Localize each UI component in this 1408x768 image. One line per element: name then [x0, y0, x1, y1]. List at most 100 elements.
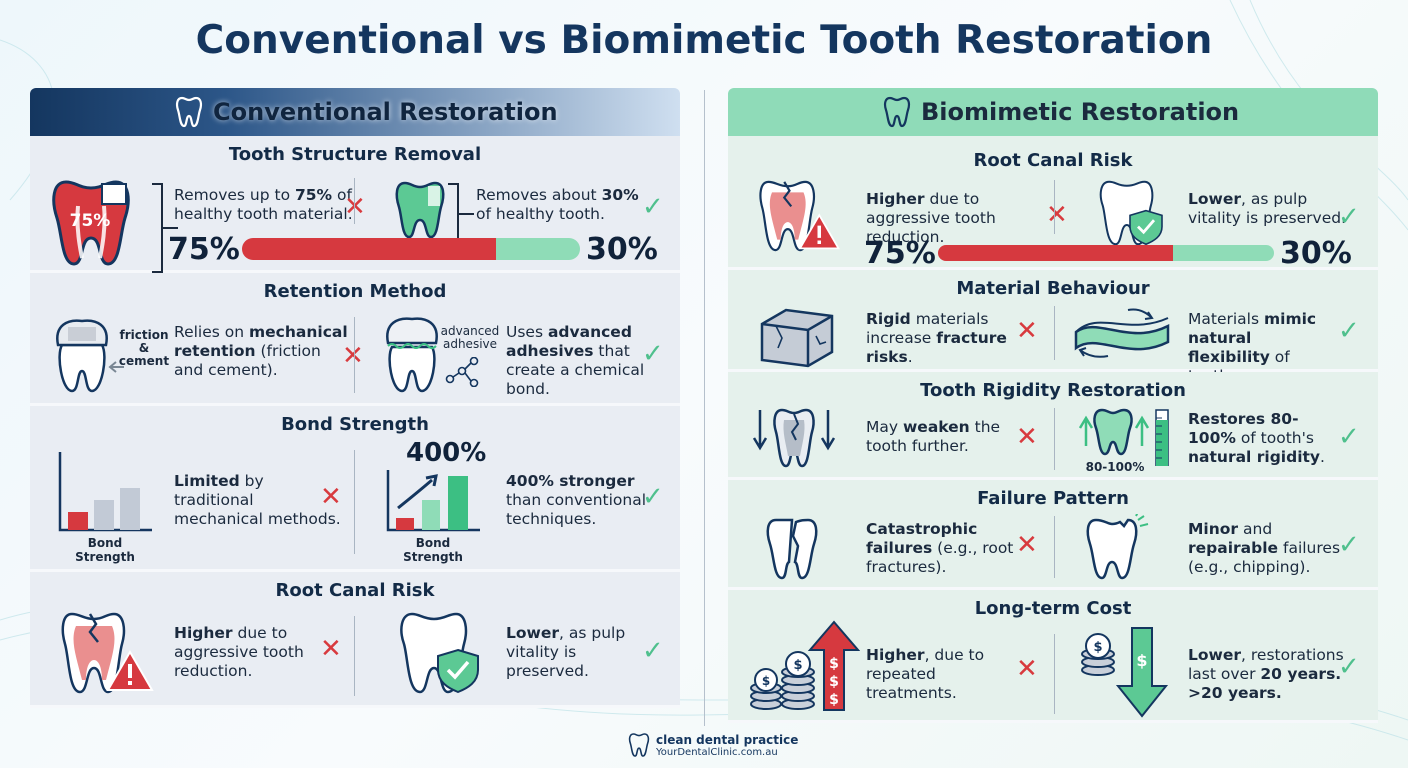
bracket-icon — [152, 183, 178, 273]
section-root-canal-risk-right: Root Canal Risk Higher due to aggressive… — [728, 136, 1378, 271]
section-divider — [1054, 516, 1055, 578]
cross-icon: ✕ — [320, 482, 342, 512]
retention-good-text: Uses advanced adhesives that create a ch… — [506, 323, 645, 398]
rootcanal-bad-text: Higher due to aggressive tooth reduction… — [174, 624, 304, 680]
arrow-left-icon — [108, 361, 124, 373]
shield-tooth-icon — [400, 612, 479, 694]
bond-chart-label: Bond Strength — [403, 536, 463, 564]
conventional-column: Conventional Restoration Tooth Structure… — [30, 88, 680, 726]
check-icon: ✓ — [1338, 652, 1360, 682]
cross-icon: ✕ — [1016, 654, 1038, 684]
bar-red-segment — [242, 238, 496, 260]
section-divider — [354, 317, 355, 393]
brand-name: clean dental practice — [656, 732, 799, 747]
section-divider — [1054, 306, 1055, 360]
check-icon: ✓ — [1338, 422, 1360, 452]
rootcanal-bad-text: Higher due to aggressive tooth reduction… — [866, 190, 996, 246]
section-title: Root Canal Risk — [973, 150, 1133, 171]
svg-text:$: $ — [793, 658, 802, 673]
failure-bad-text: Catastrophic failures (e.g., root fractu… — [866, 520, 1014, 576]
rigidity-bad-text: May weaken the tooth further. — [866, 418, 1001, 455]
falling-cost-icon: $ $ — [1081, 627, 1169, 718]
cost-good-text: Lower, restorations last over 20 years.>… — [1188, 646, 1344, 702]
bar-green-segment — [1173, 245, 1274, 261]
svg-text:$: $ — [829, 674, 839, 690]
conventional-header-title: Conventional Restoration — [213, 98, 558, 126]
biomimetic-header-title: Biomimetic Restoration — [921, 98, 1240, 126]
section-title: Bond Strength — [281, 414, 429, 435]
section-divider — [354, 616, 355, 696]
rising-cost-icon: $ $ $ $ $ — [750, 620, 860, 711]
tooth-outline-icon — [175, 96, 203, 128]
check-icon: ✓ — [642, 482, 664, 512]
check-icon: ✓ — [642, 636, 664, 666]
cross-icon: ✕ — [1016, 422, 1038, 452]
material-bad-text: Rigid materials increase fracture risks. — [866, 310, 1007, 366]
cross-icon: ✕ — [320, 634, 342, 664]
rigidity-percent-label: 80-100% — [1085, 460, 1145, 474]
check-icon: ✓ — [642, 192, 664, 222]
rootcanal-good-text: Lower, as pulp vitality is preserved. — [506, 624, 626, 680]
tooth-logo-icon — [628, 733, 650, 757]
section-title: Retention Method — [263, 281, 447, 302]
section-title: Long-term Cost — [974, 598, 1132, 619]
crown-tooth-icon — [56, 319, 108, 393]
section-failure-pattern: Failure Pattern Catastrophic failures (e… — [728, 480, 1378, 590]
removal-bad-text: Removes up to 75% of healthy tooth mater… — [174, 186, 353, 223]
section-title: Failure Pattern — [977, 488, 1129, 509]
check-icon: ✓ — [1338, 316, 1360, 346]
section-divider — [1054, 408, 1055, 470]
svg-text:$: $ — [829, 692, 839, 708]
bond-bad-text: Limited by traditional mechanical method… — [174, 472, 341, 528]
flexible-material-icon — [1074, 308, 1170, 358]
cracked-tooth-warning-icon — [61, 612, 154, 694]
molecule-icon — [445, 357, 479, 387]
biomimetic-header: Biomimetic Restoration — [728, 88, 1378, 148]
healthy-tooth-icon — [395, 181, 445, 239]
rigidity-good-text: Restores 80-100% of tooth's natural rigi… — [1188, 410, 1325, 466]
section-divider — [1054, 180, 1055, 234]
check-icon: ✓ — [642, 339, 664, 369]
section-long-term-cost: Long-term Cost $ $ $ $ $ Higher, due to … — [728, 590, 1378, 723]
section-divider — [354, 450, 355, 554]
section-material-behaviour: Material Behaviour Rigid materials incre… — [728, 270, 1378, 385]
bar-left-label: 75% — [864, 236, 936, 271]
removal-comparison-bar — [242, 238, 580, 260]
bar-left-label: 75% — [168, 232, 240, 267]
bond-good-text: 400% stronger than conventional techniqu… — [506, 472, 647, 528]
cross-icon: ✕ — [1016, 316, 1038, 346]
removal-good-text: Removes about 30% of healthy tooth. — [476, 186, 639, 223]
section-root-canal-risk: Root Canal Risk Higher due to aggressive… — [30, 572, 680, 708]
adhesive-crown-tooth-icon — [386, 317, 438, 393]
section-title: Root Canal Risk — [275, 580, 435, 601]
svg-text:$: $ — [762, 674, 770, 688]
section-tooth-rigidity: Tooth Rigidity Restoration May weaken th… — [728, 372, 1378, 480]
bond-chart-label: Bond Strength — [75, 536, 135, 564]
cost-bad-text: Higher, due to repeated treatments. — [866, 646, 985, 702]
section-retention-method: Retention Method friction & cement Relie… — [30, 273, 680, 406]
page-title: Conventional vs Biomimetic Tooth Restora… — [195, 18, 1213, 63]
svg-text:$: $ — [829, 656, 839, 672]
failure-good-text: Minor and repairable failures (e.g., chi… — [1188, 520, 1341, 576]
section-bond-strength: Bond Strength Bond Strength Limited by t… — [30, 406, 680, 572]
tooth-percent-label: 75% — [70, 211, 111, 231]
bar-red-segment — [938, 245, 1174, 261]
bar-right-label: 30% — [586, 232, 658, 267]
section-title: Tooth Rigidity Restoration — [920, 380, 1186, 401]
brand-url[interactable]: YourDentalClinic.com.au — [656, 746, 778, 758]
cross-icon: ✕ — [1016, 530, 1038, 560]
section-title: Tooth Structure Removal — [228, 144, 482, 165]
check-icon: ✓ — [1338, 530, 1360, 560]
bar-right-label: 30% — [1280, 236, 1352, 271]
friction-cement-label: friction & cement — [118, 328, 170, 368]
conventional-header: Conventional Restoration — [30, 88, 680, 136]
retention-bad-text: Relies on mechanical retention (friction… — [174, 323, 348, 379]
footer-brand: clean dental practice YourDentalClinic.c… — [628, 732, 798, 758]
cracked-tooth-warning-icon — [759, 180, 841, 252]
biomimetic-column: Biomimetic Restoration Root Canal Risk H… — [728, 88, 1378, 726]
bond-400-label: 400% — [406, 438, 487, 468]
advanced-adhesive-label: advanced adhesive — [440, 324, 500, 351]
column-divider — [704, 90, 705, 726]
bond-chart-conventional — [58, 452, 152, 532]
rootcanal-good-text: Lower, as pulp vitality is preserved. — [1188, 190, 1347, 227]
